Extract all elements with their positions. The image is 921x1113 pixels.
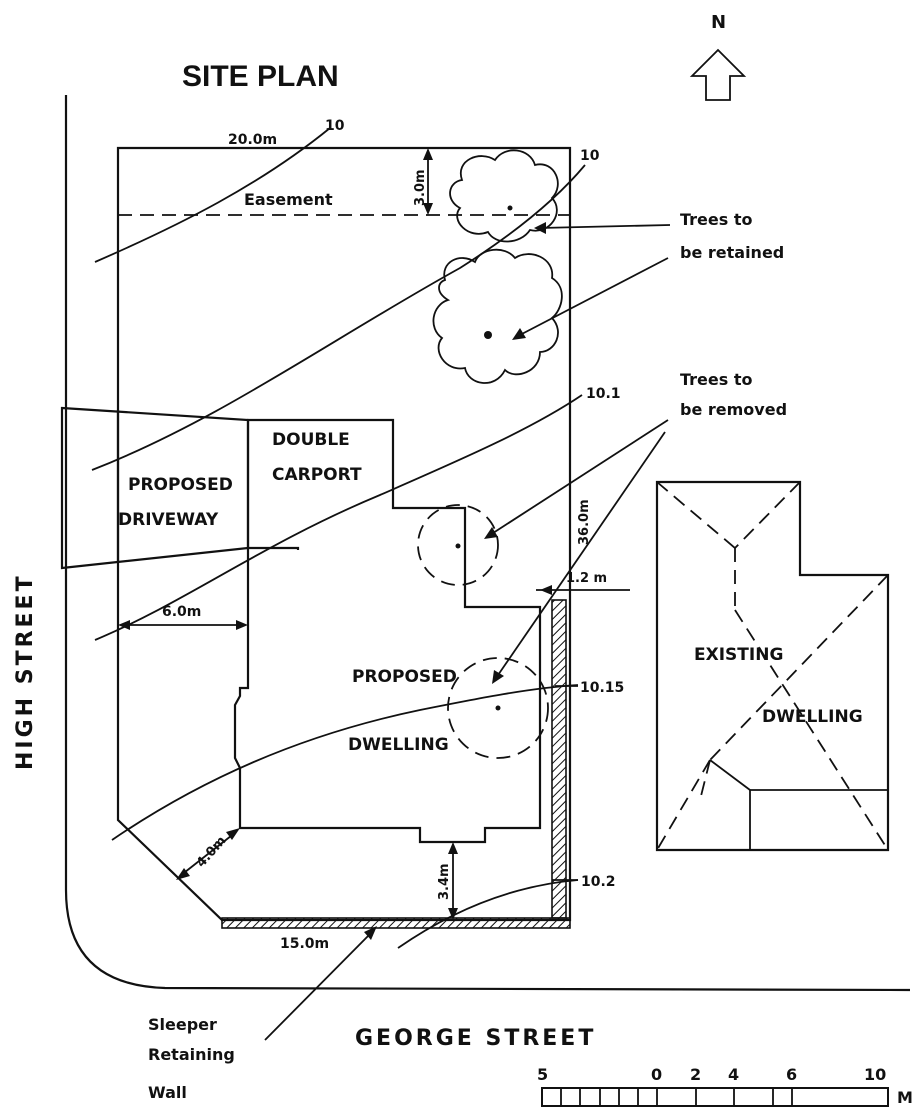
contour-label: 10.1 xyxy=(586,386,621,402)
page-title: SITE PLAN xyxy=(182,60,339,93)
tree-removed-icon xyxy=(447,657,549,759)
carport-label: DOUBLE xyxy=(272,430,350,450)
street-name-west: HIGH STREET xyxy=(13,573,38,770)
contour-label: 10.15 xyxy=(580,680,624,696)
trees-retained-label: be retained xyxy=(680,243,784,262)
contour-lines xyxy=(91,127,586,949)
retaining-wall-label: Wall xyxy=(148,1083,187,1102)
tree-retained-icon xyxy=(449,149,559,243)
proposed-dwelling-outline xyxy=(233,418,542,844)
street-name-south: GEORGE STREET xyxy=(355,1026,596,1051)
trees-removed-label: be removed xyxy=(680,400,787,419)
dimension-label: 3.4m xyxy=(437,863,452,900)
scale-tick-label: 5 xyxy=(537,1065,548,1084)
driveway-label: PROPOSED xyxy=(128,475,233,495)
tree-removed-icon xyxy=(417,504,499,586)
retaining-wall-label: Retaining xyxy=(148,1045,235,1064)
scale-tick-label: 2 xyxy=(690,1065,701,1084)
front-setback-dimension xyxy=(118,620,248,630)
existing-dwelling xyxy=(655,480,890,852)
scale-bar xyxy=(541,1087,889,1107)
rear-setback-dimension xyxy=(448,842,458,920)
trees-removed-label: Trees to xyxy=(680,370,752,389)
tree-removed-icon-dot xyxy=(455,543,461,549)
trees-retained-label: Trees to xyxy=(680,210,752,229)
side-setback-dimension xyxy=(536,585,630,595)
dimension-label: 6.0m xyxy=(162,604,201,620)
existing-dwelling-label: DWELLING xyxy=(762,707,863,727)
scale-tick-label: 0 xyxy=(651,1065,662,1084)
north-label: N xyxy=(711,12,726,33)
dimension-label: 4.0m xyxy=(194,833,230,870)
trees-removed-leaders xyxy=(484,419,669,684)
tree-removed-icon-dot xyxy=(495,705,501,711)
carport-label: CARPORT xyxy=(272,465,362,485)
dwelling-label: DWELLING xyxy=(348,735,449,755)
dimension-label: 1.2 m xyxy=(566,571,607,586)
contour-label: 10.2 xyxy=(581,874,616,890)
dimension-label: 3.0m xyxy=(413,169,428,206)
dimension-label: 15.0m xyxy=(280,936,329,952)
dwelling-label: PROPOSED xyxy=(352,667,457,687)
easement-depth-dimension xyxy=(423,148,433,215)
retaining-wall-leader xyxy=(264,926,377,1041)
scale-tick-label: 10 xyxy=(864,1065,886,1084)
trees-retained-leaders xyxy=(512,222,671,340)
north-arrow-icon xyxy=(689,48,747,101)
contour-label: 10 xyxy=(325,118,345,134)
easement-label: Easement xyxy=(244,190,333,209)
scale-tick-label: 4 xyxy=(728,1065,739,1084)
scale-unit-label: M xyxy=(897,1088,913,1107)
contour-label: 10 xyxy=(580,148,600,164)
existing-dwelling-label: EXISTING xyxy=(694,645,783,665)
road-edge-lines xyxy=(64,95,911,992)
scale-tick-label: 6 xyxy=(786,1065,797,1084)
sleeper-retaining-wall xyxy=(221,599,571,929)
tree-retained-icon xyxy=(432,248,563,384)
dimension-label: 36.0m xyxy=(577,499,592,545)
site-boundary xyxy=(116,146,572,922)
driveway-label: DRIVEWAY xyxy=(118,510,219,530)
dimension-label: 20.0m xyxy=(228,132,277,148)
retaining-wall-label: Sleeper xyxy=(148,1015,217,1034)
corner-setback-dimension xyxy=(176,828,240,880)
